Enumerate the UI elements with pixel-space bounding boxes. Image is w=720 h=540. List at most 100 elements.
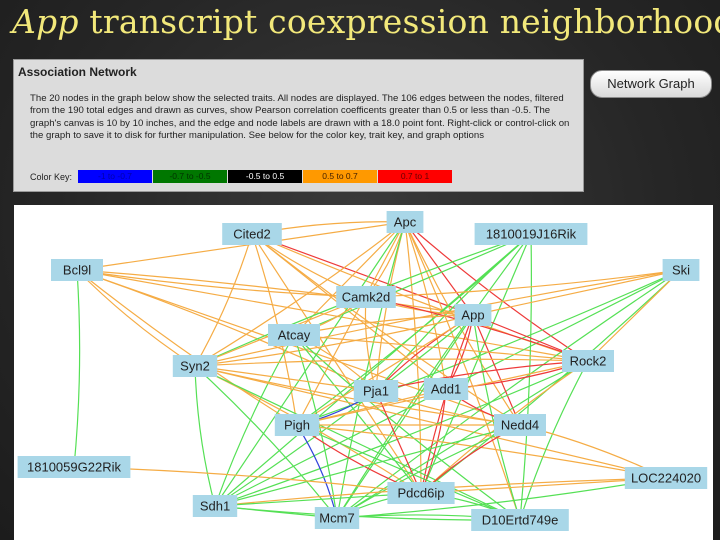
graph-edge bbox=[251, 233, 422, 494]
graph-node[interactable]: Cited2 bbox=[222, 223, 282, 245]
graph-node[interactable]: Bcl9l bbox=[51, 259, 103, 281]
graph-node-label: Cited2 bbox=[233, 227, 271, 242]
graph-edge bbox=[404, 221, 447, 390]
graph-node-label: Sdh1 bbox=[200, 499, 230, 514]
graph-node-label: 1810019J16Rik bbox=[486, 227, 577, 242]
graph-edge bbox=[194, 314, 474, 367]
graph-node-label: Add1 bbox=[431, 382, 461, 397]
graph-node-box bbox=[494, 414, 546, 436]
graph-edge bbox=[472, 269, 682, 316]
graph-node[interactable]: Nedd4 bbox=[494, 414, 546, 436]
graph-node-label: App bbox=[461, 308, 484, 323]
graph-edge bbox=[251, 233, 589, 362]
graph-node-box bbox=[314, 507, 360, 529]
graph-edge bbox=[214, 221, 406, 507]
graph-node-box bbox=[51, 259, 103, 281]
graph-node-box bbox=[386, 211, 424, 233]
graph-edge bbox=[194, 365, 667, 479]
graph-edge bbox=[365, 269, 682, 298]
graph-edge bbox=[194, 221, 406, 367]
graph-node-label: LOC224020 bbox=[631, 471, 701, 486]
graph-node[interactable]: App bbox=[454, 304, 492, 326]
graph-node-label: Mcm7 bbox=[319, 511, 354, 526]
graph-edge bbox=[336, 233, 532, 519]
color-key: Color Key: -1 to -0.7 -0.7 to -0.5 -0.5 … bbox=[30, 170, 453, 183]
graph-node[interactable]: Sdh1 bbox=[192, 495, 238, 517]
graph-node-label: Apc bbox=[394, 215, 417, 230]
graph-node-label: Pja1 bbox=[363, 384, 389, 399]
color-key-swatch: 0.5 to 0.7 bbox=[303, 170, 378, 183]
graph-edge bbox=[194, 365, 338, 519]
graph-node-box bbox=[172, 355, 218, 377]
graph-edge bbox=[293, 221, 406, 336]
graph-node[interactable]: Mcm7 bbox=[314, 507, 360, 529]
graph-node[interactable]: Pdcd6ip bbox=[387, 482, 455, 504]
graph-edge bbox=[296, 424, 667, 479]
graph-edge bbox=[73, 269, 81, 468]
graph-edge bbox=[296, 424, 521, 521]
graph-node-label: Bcl9l bbox=[63, 263, 91, 278]
graph-edge bbox=[214, 233, 532, 507]
slide-title-rest: transcript coexpression neighborhood bbox=[78, 2, 720, 41]
graph-edge bbox=[336, 221, 406, 519]
graph-node-box bbox=[336, 286, 396, 308]
graph-node-label: Ski bbox=[672, 263, 690, 278]
graph-edge bbox=[336, 269, 682, 519]
color-key-swatch: -0.7 to -0.5 bbox=[153, 170, 228, 183]
graph-node-box bbox=[387, 482, 455, 504]
graph-node-box bbox=[274, 414, 320, 436]
graph-node[interactable]: Atcay bbox=[268, 324, 320, 346]
graph-node-box bbox=[474, 223, 588, 245]
graph-node-label: Syn2 bbox=[180, 359, 210, 374]
slide-title-gene: App bbox=[12, 2, 79, 41]
graph-node[interactable]: Apc bbox=[386, 211, 424, 233]
graph-node-label: Atcay bbox=[278, 328, 311, 343]
graph-node[interactable]: Syn2 bbox=[172, 355, 218, 377]
graph-edge bbox=[404, 221, 521, 521]
graph-node[interactable]: D10Ertd749e bbox=[471, 509, 569, 531]
graph-edge bbox=[336, 477, 667, 519]
graph-node[interactable]: 1810019J16Rik bbox=[474, 223, 588, 245]
graph-node[interactable]: LOC224020 bbox=[624, 467, 708, 489]
graph-node[interactable]: Pigh bbox=[274, 414, 320, 436]
graph-node-box bbox=[562, 350, 614, 372]
graph-edge bbox=[76, 269, 474, 316]
graph-node-label: 1810059G22Rik bbox=[27, 460, 121, 475]
color-key-swatch: -1 to -0.7 bbox=[78, 170, 153, 183]
graph-node-label: Nedd4 bbox=[501, 418, 539, 433]
graph-edge bbox=[375, 233, 532, 392]
graph-node[interactable]: Pja1 bbox=[353, 380, 399, 402]
network-graph-button[interactable]: Network Graph bbox=[590, 70, 712, 98]
slide-title: App transcript coexpression neighborhood bbox=[12, 2, 720, 41]
graph-edge bbox=[293, 334, 422, 494]
graph-node[interactable]: 1810059G22Rik bbox=[17, 456, 131, 478]
graph-node-box bbox=[662, 259, 700, 281]
graph-edge bbox=[76, 269, 589, 362]
graph-node-box bbox=[353, 380, 399, 402]
graph-edge bbox=[519, 360, 589, 521]
graph-node-label: Pdcd6ip bbox=[398, 486, 445, 501]
graph-node-box bbox=[192, 495, 238, 517]
graph-node-box bbox=[454, 304, 492, 326]
color-key-label: Color Key: bbox=[30, 171, 73, 182]
graph-node[interactable]: Rock2 bbox=[562, 350, 614, 372]
graph-edge bbox=[336, 360, 589, 519]
graph-edge bbox=[420, 314, 474, 494]
graph-node[interactable]: Camk2d bbox=[336, 286, 396, 308]
graph-edge bbox=[194, 365, 521, 521]
graph-edge bbox=[420, 233, 532, 494]
graph-edge bbox=[472, 314, 521, 521]
association-network-heading: Association Network bbox=[18, 65, 137, 79]
graph-node-label: Camk2d bbox=[342, 290, 390, 305]
color-key-swatch: -0.5 to 0.5 bbox=[228, 170, 303, 183]
graph-edge bbox=[404, 221, 422, 494]
graph-node[interactable]: Ski bbox=[662, 259, 700, 281]
graph-node-box bbox=[624, 467, 708, 489]
graph-node[interactable]: Add1 bbox=[423, 378, 469, 400]
graph-edge bbox=[375, 360, 589, 392]
graph-edge bbox=[251, 233, 521, 426]
graph-edge bbox=[296, 314, 474, 426]
